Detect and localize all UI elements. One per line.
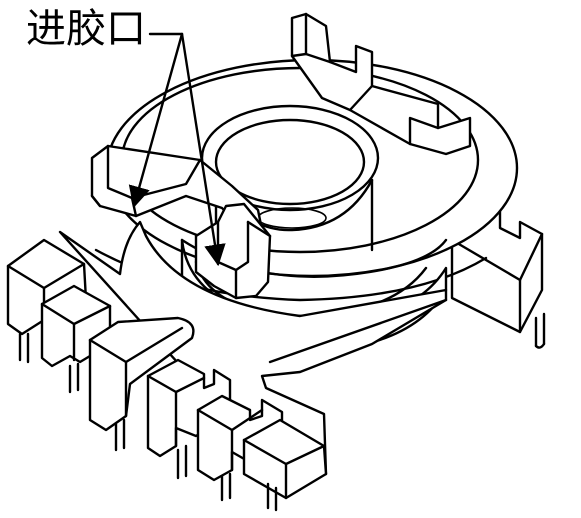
center-tube [200,104,380,258]
base-plate [58,220,448,482]
center-gate-tab [194,202,272,300]
callout-label: 进胶口 [26,6,146,52]
top-tab [290,12,472,156]
left-pin-row [6,238,328,512]
callout-arrows [128,32,226,267]
